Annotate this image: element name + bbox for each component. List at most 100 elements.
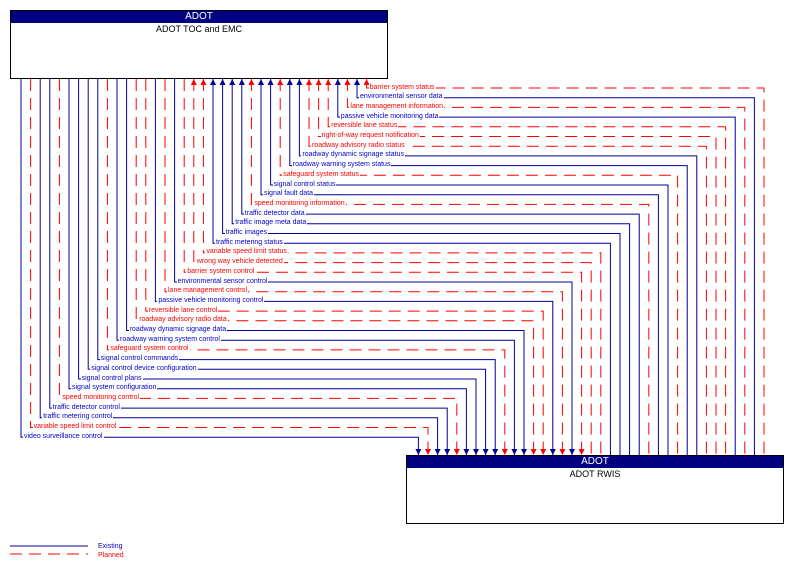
flow-variable-speed-limit-control[interactable] xyxy=(30,79,431,455)
flow-label: speed monitoring information xyxy=(253,199,346,208)
arrow-icon xyxy=(463,449,470,455)
flow-label: environmental sensor data xyxy=(359,93,444,102)
flow-roadway-advisory-radio-status[interactable] xyxy=(306,79,707,455)
flow-lane-management-information[interactable] xyxy=(344,79,746,455)
arrow-icon xyxy=(325,79,332,85)
flow-right-of-way-request-notification[interactable] xyxy=(315,79,717,455)
arrow-icon xyxy=(315,79,322,85)
arrow-icon xyxy=(511,449,518,455)
flow-label: traffic metering control xyxy=(42,413,114,422)
arrow-icon xyxy=(306,79,312,85)
flow-label: lane management information xyxy=(349,102,445,111)
arrow-icon xyxy=(453,449,460,455)
flow-label: passive vehicle monitoring control xyxy=(157,296,265,305)
arrow-icon xyxy=(530,449,537,455)
flow-label: signal fault data xyxy=(263,190,315,199)
flow-reversible-lane-status[interactable] xyxy=(325,79,727,455)
flow-reversible-lane-control[interactable] xyxy=(145,79,547,455)
arrow-icon xyxy=(229,79,236,85)
flow-label: roadway dynamic signage status xyxy=(301,151,405,160)
flow-environmental-sensor-control[interactable] xyxy=(174,79,575,455)
flow-signal-control-commands[interactable] xyxy=(97,79,499,455)
flow-safeguard-system-status[interactable] xyxy=(277,79,679,455)
flow-wrong-way-vehicle-detected[interactable] xyxy=(190,79,592,455)
element-name: ADOT TOC and EMC xyxy=(155,24,243,34)
flow-traffic-metering-status[interactable] xyxy=(210,79,611,455)
flow-lane-management-control[interactable] xyxy=(164,79,566,455)
arrow-icon xyxy=(425,449,431,455)
element-owner-header: ADOT xyxy=(407,456,783,468)
flow-traffic-metering-control[interactable] xyxy=(39,79,441,455)
flow-label: traffic detector control xyxy=(51,403,121,412)
flow-label: signal control device configuration xyxy=(90,364,198,373)
arrow-icon xyxy=(286,79,293,85)
flow-label: speed monitoring control xyxy=(61,393,141,402)
arrow-icon xyxy=(434,449,441,455)
flow-roadway-dynamic-signage-status[interactable] xyxy=(296,79,698,455)
flow-label: variable speed limit status xyxy=(205,248,288,257)
flow-label: signal system configuration xyxy=(71,384,158,393)
flow-label: signal control plans xyxy=(80,374,143,383)
flow-label: traffic metering status xyxy=(215,238,284,247)
flow-video-surveillance-control[interactable] xyxy=(20,79,422,455)
flow-traffic-images[interactable] xyxy=(219,79,621,455)
flow-label: roadway dynamic signage data xyxy=(128,326,228,334)
flow-signal-control-plans[interactable] xyxy=(78,79,479,455)
element-adot-toc-and-emc[interactable]: ADOT ADOT TOC and EMC xyxy=(10,10,388,79)
flow-traffic-image-meta-data[interactable] xyxy=(229,79,631,455)
arrow-icon xyxy=(277,79,284,85)
arrow-icon xyxy=(521,449,527,455)
flow-signal-fault-data[interactable] xyxy=(258,79,659,455)
flow-label: traffic image meta data xyxy=(234,219,308,228)
flow-label: roadway warning system control xyxy=(119,335,221,344)
legend-planned-label: Planned xyxy=(98,552,124,559)
flow-label: lane management control xyxy=(167,287,248,296)
flow-variable-speed-limit-status[interactable] xyxy=(200,79,602,455)
flow-label: signal control status xyxy=(272,180,337,189)
flow-label: roadway warning system status xyxy=(291,161,392,170)
flow-signal-control-device-configuration[interactable] xyxy=(87,79,489,455)
flow-passive-vehicle-monitoring-control[interactable] xyxy=(154,79,556,455)
flow-label: video surveillance control xyxy=(23,432,104,441)
flow-passive-vehicle-monitoring-data[interactable] xyxy=(334,79,736,455)
flow-label: safeguard system control xyxy=(109,345,190,354)
arrow-icon xyxy=(578,449,585,455)
element-name: ADOT RWIS xyxy=(569,469,621,479)
flow-roadway-dynamic-signage-data[interactable] xyxy=(126,79,527,455)
flow-speed-monitoring-control[interactable] xyxy=(58,79,460,455)
flow-signal-system-configuration[interactable] xyxy=(68,79,470,455)
arrow-icon xyxy=(549,449,556,455)
arrow-icon xyxy=(190,79,197,85)
arrow-icon xyxy=(238,79,245,85)
arrow-icon xyxy=(296,79,303,85)
arrow-icon xyxy=(258,79,264,85)
flow-traffic-detector-data[interactable] xyxy=(238,79,640,455)
arrow-icon xyxy=(569,449,575,455)
flow-roadway-warning-system-control[interactable] xyxy=(116,79,518,455)
flow-label: passive vehicle monitoring data xyxy=(339,112,440,121)
arrow-icon xyxy=(219,79,226,85)
flow-safeguard-system-control[interactable] xyxy=(106,79,508,455)
arrow-icon xyxy=(559,449,566,455)
flow-roadway-warning-system-status[interactable] xyxy=(286,79,688,455)
arrow-icon xyxy=(492,449,499,455)
flow-barrier-system-status[interactable] xyxy=(363,79,765,455)
flow-barrier-system-control[interactable] xyxy=(183,79,585,455)
flow-speed-monitoring-information[interactable] xyxy=(248,79,650,455)
arrow-icon xyxy=(363,79,370,85)
arrow-icon xyxy=(334,79,341,85)
flow-label: roadway advisory radio status xyxy=(311,141,406,150)
flow-signal-control-status[interactable] xyxy=(267,79,669,455)
arrow-icon xyxy=(501,449,508,455)
element-adot-rwis[interactable]: ADOT ADOT RWIS xyxy=(406,455,784,524)
flow-label: wrong way vehicle detected xyxy=(195,258,284,267)
flow-label: roadway advisory radio data xyxy=(138,316,228,325)
flow-label: barrier system control xyxy=(186,267,256,276)
flow-traffic-detector-control[interactable] xyxy=(49,79,451,455)
flow-environmental-sensor-data[interactable] xyxy=(354,79,755,455)
flow-roadway-advisory-radio-data[interactable] xyxy=(135,79,537,455)
arrow-icon xyxy=(444,449,451,455)
flow-label: barrier system status xyxy=(368,83,436,92)
arrow-icon xyxy=(473,449,479,455)
